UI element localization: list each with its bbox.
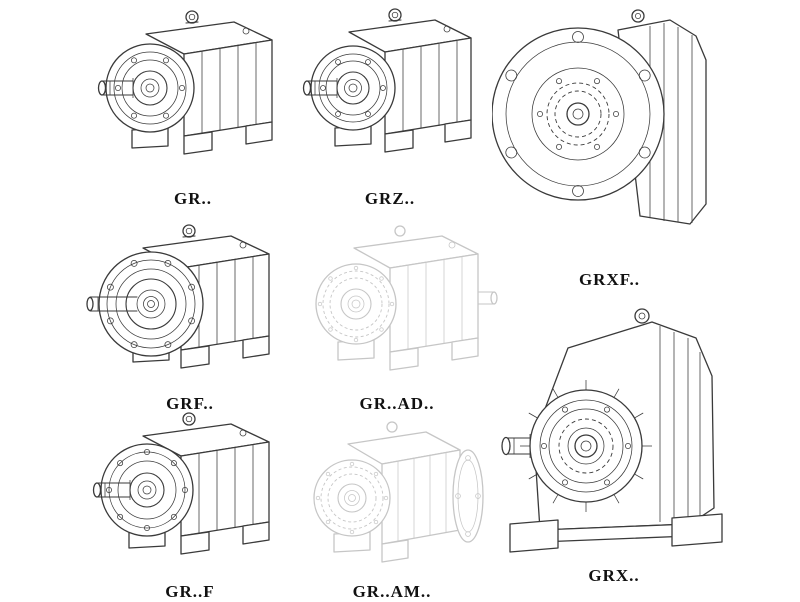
grf-flange — [98, 251, 204, 357]
grz-bearing-housing — [310, 45, 396, 131]
gr-f-eyebolt — [182, 412, 196, 426]
gr-body-front — [183, 39, 273, 137]
gr-gearbox-drawing — [97, 10, 273, 155]
gr-am-output-flange — [452, 449, 484, 543]
gr-label: GR.. — [174, 189, 212, 208]
gr-f-gearbox-drawing — [92, 412, 270, 555]
figure-grz: GRZ.. — [295, 2, 485, 209]
gr-output-shaft — [101, 80, 134, 96]
grxf-label: GRXF.. — [578, 270, 641, 289]
grf-label: GRF.. — [166, 394, 214, 413]
figure-gr-am: GR..AM.. — [292, 408, 492, 602]
figure-grxf: GRXF.. — [492, 4, 727, 290]
grx-gearbox-drawing — [501, 308, 723, 553]
gr-am-gearbox-drawing — [313, 421, 484, 563]
gr-ad-gear-face — [315, 263, 397, 345]
figure-gr-f: GR..F — [85, 408, 295, 602]
grf-gearbox-drawing — [86, 224, 270, 369]
figure-grf: GRF.. — [85, 214, 295, 414]
gr-f-output-shaft — [96, 482, 131, 498]
gr-ad-label: GR..AD.. — [359, 394, 435, 413]
gr-am-eyebolt — [386, 421, 398, 433]
figure-gr: GR.. — [88, 2, 298, 209]
gr-f-label: GR..F — [165, 582, 215, 601]
gr-f-bearing-housing — [100, 443, 194, 537]
figure-gr-ad: GR..AD.. — [292, 214, 502, 414]
grz-gearbox-drawing — [302, 8, 472, 153]
grx-output-shaft — [505, 437, 531, 455]
grf-eyebolt — [182, 224, 196, 238]
grxf-gearbox-drawing — [492, 9, 707, 225]
gr-am-label: GR..AM.. — [352, 582, 432, 601]
grx-foot-left — [509, 519, 559, 553]
grxf-eyebolt — [631, 9, 645, 23]
gr-bearing-housing — [105, 43, 195, 133]
grx-foot-right — [671, 513, 723, 547]
grz-eyebolt — [388, 8, 402, 22]
grx-cooling-fins — [520, 380, 652, 512]
grx-label: GRX.. — [588, 566, 640, 585]
grx-eyebolt — [634, 308, 650, 324]
gr-am-gear-face — [313, 459, 391, 537]
gr-ad-input-stub — [477, 291, 495, 305]
gr-ad-gearbox-drawing — [315, 225, 498, 371]
gr-eyebolt — [185, 10, 199, 24]
figure-grx: GRX.. — [494, 296, 734, 586]
gr-ad-eyebolt — [394, 225, 406, 237]
grz-label: GRZ.. — [364, 189, 416, 208]
grz-output-shaft — [306, 80, 338, 96]
